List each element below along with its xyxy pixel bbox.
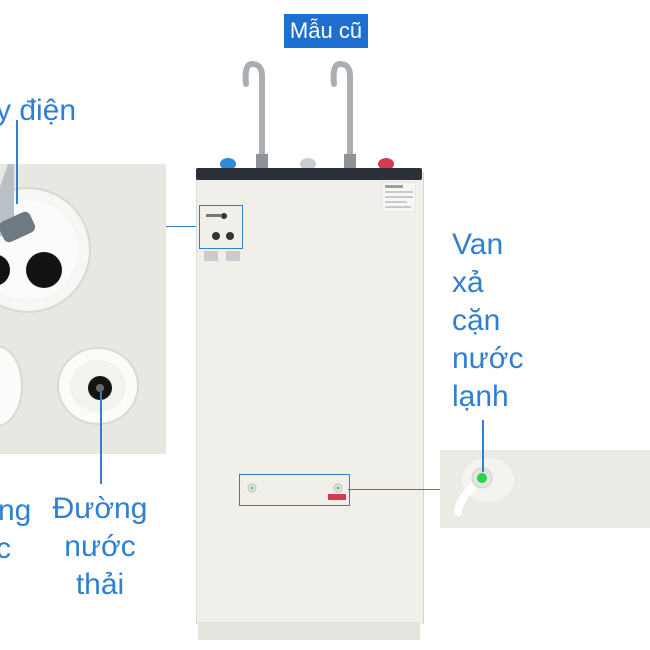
power-cord-pointer [16,120,18,204]
drain-label-line2: nước [64,530,136,563]
rear-zoom-connector-line [166,226,200,227]
drain-label: Đường nước thải [40,490,160,604]
cut-off-label-line1: ng [0,494,32,527]
valve-connector-line [348,489,440,490]
rear-connector-frame [199,205,243,249]
switch-icons [204,251,240,261]
drain-valve-frame [239,474,350,506]
drain-label-line1: Đường [52,492,148,525]
power-cord-label: y điện [0,94,77,127]
drain-valve-thumbnail-icon [247,483,346,500]
valve-label: Van xả cặn nước lạnh [452,226,523,416]
cold-drain-valve-zoom-image [440,450,650,528]
water-purifier-top-panel [196,168,422,180]
valve-label-line4: nước [452,342,524,375]
valve-label-line1: Van [452,228,504,261]
valve-label-line3: cặn [452,304,501,337]
drain-pointer [100,392,102,484]
cut-off-label-line2: c [0,532,11,565]
valve-label-line2: xả [452,266,484,299]
water-purifier-base [198,622,420,640]
cold-drain-valve-illustration [454,458,514,516]
valve-label-line5: lạnh [452,380,509,413]
rear-connector-thumbnail-icon [206,213,234,240]
dispenser-taps [220,60,394,170]
drain-label-line3: thải [75,568,125,601]
valve-pointer [482,420,484,472]
water-purifier-body [196,172,424,624]
spec-sticker-icon [382,182,416,212]
rear-connector-illustration [0,164,139,427]
rear-connector-zoom-image [0,164,166,454]
model-badge: Mẫu cũ [284,14,368,48]
